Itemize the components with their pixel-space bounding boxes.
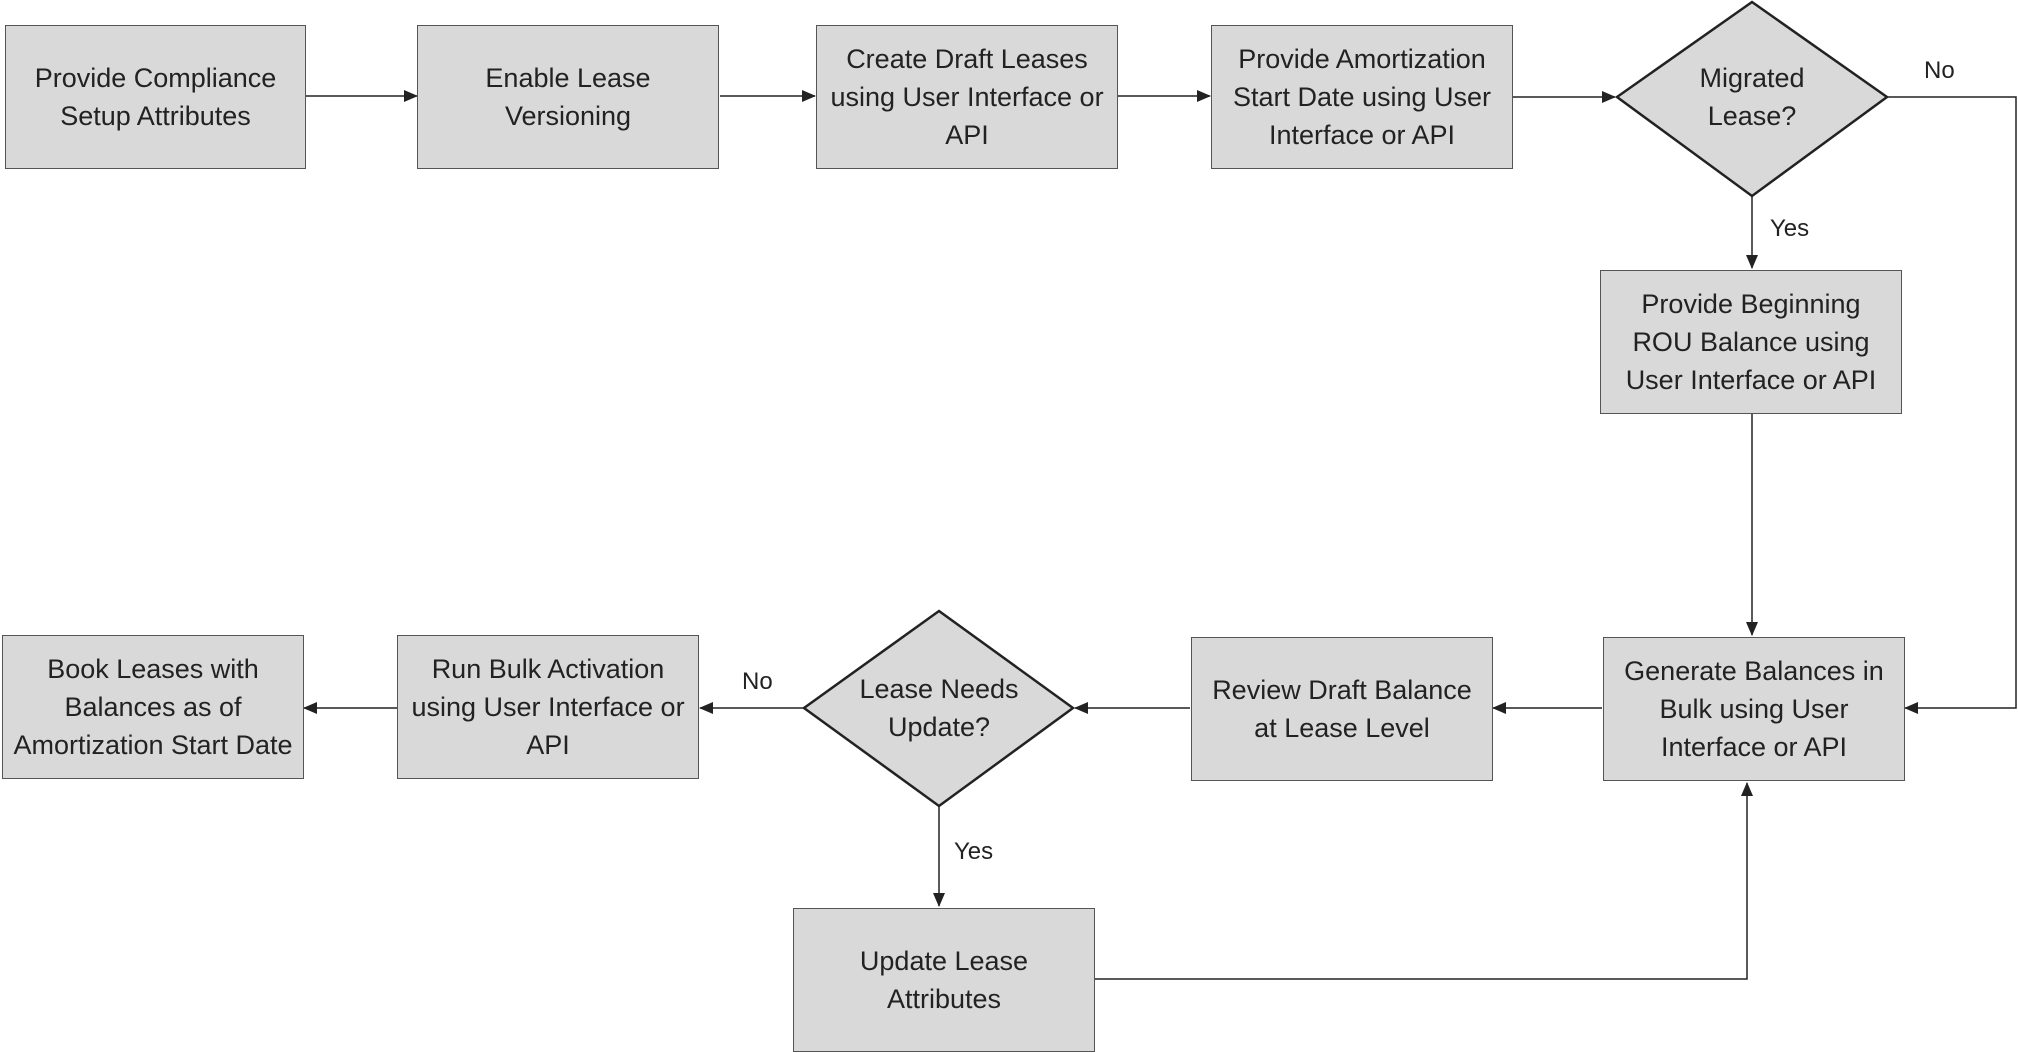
node-generate-balances: Generate Balances in Bulk using User Int… bbox=[1603, 637, 1905, 781]
edge-label-migrated-no: No bbox=[1924, 57, 1955, 84]
decision-migrated-lease-label: Migrated Lease? bbox=[1699, 63, 1805, 131]
edge-migrated-no bbox=[1887, 96, 2017, 714]
node-provide-amortization-start: Provide Amortization Start Date using Us… bbox=[1211, 25, 1513, 169]
edge-label-update-yes: Yes bbox=[954, 838, 994, 865]
edge-label-update-no: No bbox=[742, 668, 773, 695]
edge-label-migrated-yes: Yes bbox=[1770, 215, 1810, 242]
decision-lease-needs-update-label: Lease Needs Update? bbox=[859, 674, 1019, 742]
node-book-leases: Book Leases with Balances as of Amortiza… bbox=[2, 635, 304, 779]
node-provide-beginning-rou: Provide Beginning ROU Balance using User… bbox=[1600, 270, 1902, 414]
node-review-draft-balance: Review Draft Balance at Lease Level bbox=[1191, 637, 1493, 781]
node-create-draft-leases: Create Draft Leases using User Interface… bbox=[816, 25, 1118, 169]
node-enable-lease-versioning: Enable Lease Versioning bbox=[417, 25, 719, 169]
node-run-bulk-activation: Run Bulk Activation using User Interface… bbox=[397, 635, 699, 779]
node-provide-compliance-setup: Provide Compliance Setup Attributes bbox=[5, 25, 306, 169]
edge-update-to-generate bbox=[1094, 782, 1753, 980]
node-update-lease-attributes: Update Lease Attributes bbox=[793, 908, 1095, 1052]
